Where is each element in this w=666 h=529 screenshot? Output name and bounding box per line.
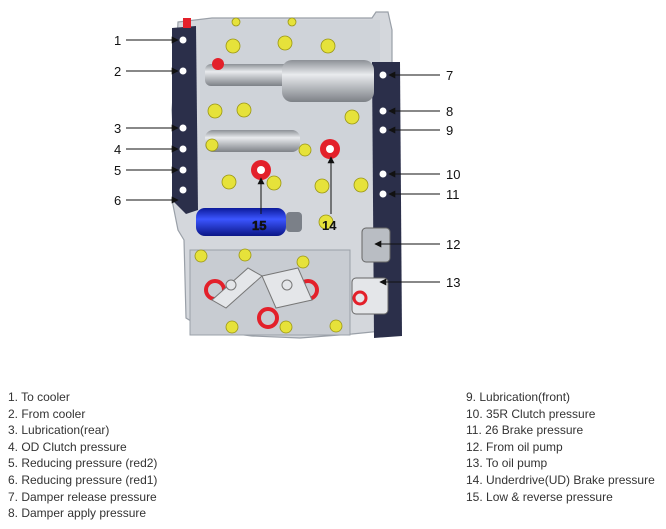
callout-7: 7 [446, 68, 453, 83]
legend-right: 9. Lubrication(front) 10. 35R Clutch pre… [466, 389, 655, 505]
legend-item: 15. Low & reverse pressure [466, 489, 613, 504]
callout-13: 13 [446, 275, 460, 290]
legend-item: 1. To cooler [8, 390, 70, 404]
yellow-bolts [194, 17, 369, 334]
callout-8: 8 [446, 104, 453, 119]
callout-10: 10 [446, 167, 460, 182]
legend-item: 5. Reducing pressure (red2) [8, 456, 158, 471]
valve-body-diagram: 1 2 3 4 5 6 7 8 9 10 11 12 13 14 15 [114, 11, 460, 339]
legend-item: 14. Underdrive(UD) Brake pressure [466, 472, 655, 487]
legend-item: 12. From oil pump [466, 439, 563, 454]
legend-item: 6. Reducing pressure (red1) [8, 472, 158, 487]
callout-arrows [126, 36, 440, 286]
callout-6: 6 [114, 193, 121, 208]
legend-item: 4. OD Clutch pressure [8, 439, 127, 454]
spool-valve-middle [205, 130, 300, 152]
callout-5: 5 [114, 163, 121, 178]
legend-item: 2. From cooler [8, 406, 86, 421]
legend-item: 13. To oil pump [466, 456, 548, 471]
legend-left: 1. To cooler 2. From cooler 3. Lubricati… [8, 389, 157, 522]
legend-item: 9. Lubrication(front) [466, 390, 571, 404]
legend-item: 8. Damper apply pressure [8, 506, 147, 521]
callout-11: 11 [446, 187, 460, 202]
legend-item: 10. 35R Clutch pressure [466, 406, 596, 421]
solenoid-blue [196, 208, 302, 236]
spool-valve-upper [205, 60, 374, 102]
callout-12: 12 [446, 237, 460, 252]
callout-15: 15 [252, 218, 266, 233]
callout-1: 1 [114, 33, 121, 48]
legend-item: 3. Lubrication(rear) [8, 423, 110, 438]
legend-item: 7. Damper release pressure [8, 489, 157, 504]
callout-4: 4 [114, 142, 121, 157]
left-port-strip [172, 26, 198, 214]
legend-item: 11. 26 Brake pressure [466, 423, 584, 438]
callout-3: 3 [114, 121, 121, 136]
callout-9: 9 [446, 123, 453, 138]
callout-2: 2 [114, 64, 121, 79]
accumulator-linkage [211, 267, 313, 309]
callout-14: 14 [322, 218, 337, 233]
